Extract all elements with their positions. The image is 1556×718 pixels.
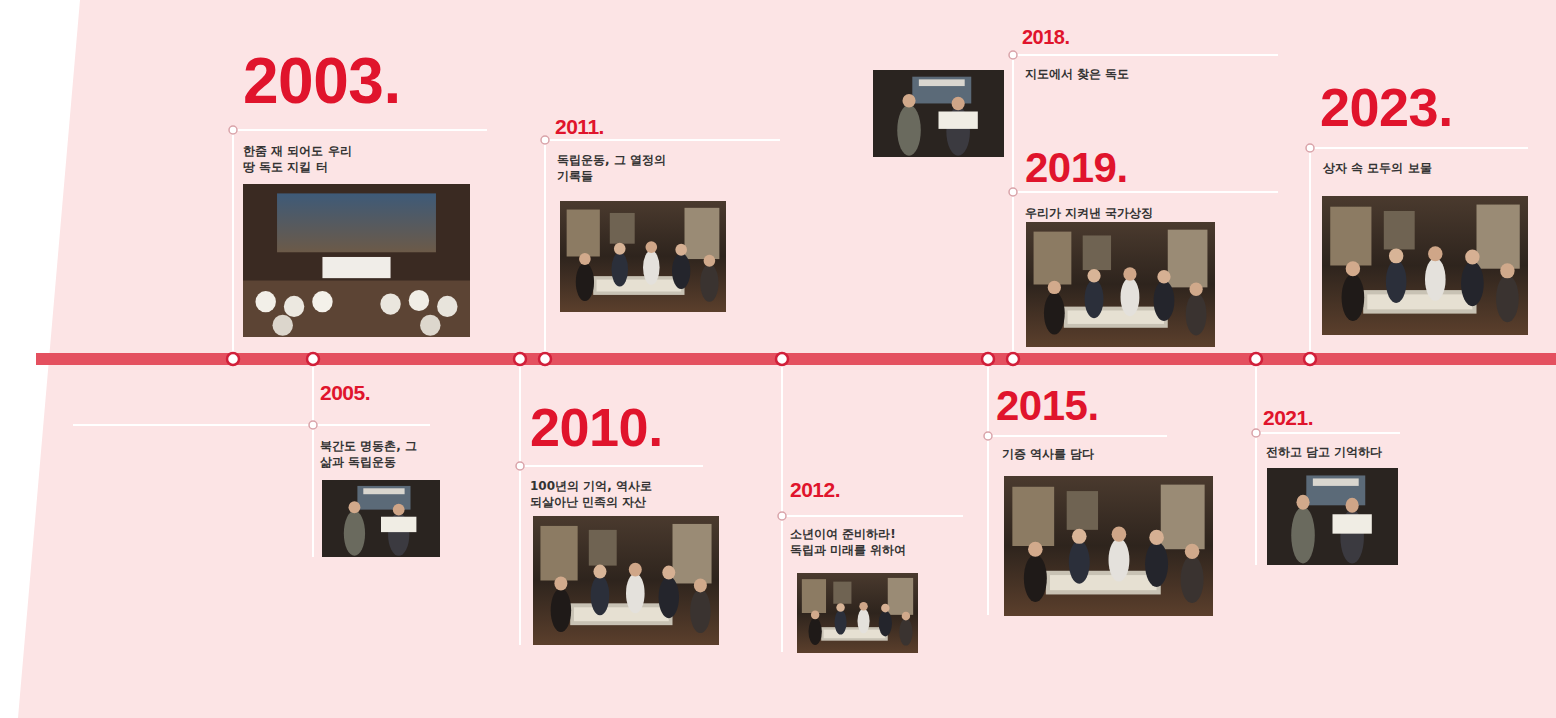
leader-line: [1309, 148, 1311, 359]
background-band: [18, 0, 1556, 718]
year-label: 2005.: [320, 382, 370, 403]
year-slot: 2011.: [555, 116, 604, 137]
leader-line: [232, 130, 234, 359]
event-photo: [243, 184, 470, 337]
event-photo: [560, 201, 726, 312]
timeline-dot: [514, 353, 526, 365]
title-slot: 북간도 명동촌, 그 삶과 독립운동: [320, 438, 420, 470]
exhibition-title: 전하고 담고 기억하다: [1266, 444, 1406, 460]
leader-line: [545, 139, 780, 141]
event-photo: [322, 480, 440, 557]
year-label: 2018.: [1022, 27, 1070, 47]
year-slot: 2010.: [530, 400, 663, 454]
timeline-dot: [1304, 353, 1316, 365]
year-slot: 2023.: [1320, 80, 1453, 134]
leader-line: [519, 359, 521, 645]
title-slot: 100년의 기억, 역사로 되살아난 민족의 자산: [530, 478, 690, 510]
year-label: 2003.: [243, 49, 401, 113]
timeline-dots: [227, 353, 1316, 365]
timeline-dot: [982, 353, 994, 365]
title-slot: 한줌 재 되어도 우리 땅 독도 지킬 터: [243, 143, 361, 175]
timeline-dot: [227, 353, 239, 365]
leader-line: [988, 435, 1167, 437]
exhibition-title: 한줌 재 되어도 우리 땅 독도 지킬 터: [243, 143, 361, 175]
year-label: 2010.: [530, 400, 663, 454]
year-slot: 2012.: [790, 479, 840, 500]
year-label: 2021.: [1263, 407, 1313, 428]
event-photo: [533, 516, 719, 645]
leader-line: [233, 129, 487, 131]
timeline-dot: [307, 353, 319, 365]
leader-line: [1310, 147, 1528, 149]
leader-line: [73, 424, 430, 426]
exhibition-title: 100년의 기억, 역사로 되살아난 민족의 자산: [530, 478, 690, 510]
event-photo: [1026, 222, 1215, 347]
year-slot: 2021.: [1263, 407, 1313, 428]
year-slot: 2005.: [320, 382, 370, 403]
junction-dot: [309, 421, 317, 429]
timeline-dot: [1007, 353, 1019, 365]
year-label: 2015.: [996, 385, 1099, 427]
event-photo: [797, 573, 918, 653]
title-slot: 독립운동, 그 열정의 기록들: [557, 152, 667, 184]
year-slot: 2019.: [1025, 147, 1128, 189]
leader-line: [1256, 432, 1400, 434]
exhibition-title: 독립운동, 그 열정의 기록들: [557, 152, 667, 184]
leader-line: [1013, 54, 1278, 56]
junction-dot: [1252, 429, 1260, 437]
year-slot: 2015.: [996, 385, 1099, 427]
title-slot: 소년이여 준비하라! 독립과 미래를 위하여: [790, 526, 920, 558]
title-slot: 전하고 담고 기억하다: [1266, 444, 1406, 460]
leader-line: [782, 515, 963, 517]
title-slot: 우리가 지켜낸 국가상징: [1025, 205, 1195, 221]
junction-dot: [1009, 51, 1017, 59]
year-label: 2019.: [1025, 147, 1128, 189]
exhibition-title: 소년이여 준비하라! 독립과 미래를 위하여: [790, 526, 920, 558]
leader-line: [987, 359, 989, 615]
leader-line: [312, 359, 314, 557]
junction-dot: [516, 462, 524, 470]
leader-line: [1013, 191, 1278, 193]
event-photo: [873, 70, 1004, 157]
leader-line: [520, 465, 703, 467]
leader-line: [1255, 359, 1257, 565]
junction-dot: [541, 136, 549, 144]
exhibition-title: 기증 역사를 담다: [1002, 446, 1152, 462]
junction-dot: [1009, 188, 1017, 196]
event-photo: [1322, 196, 1528, 335]
title-slot: 상자 속 모두의 보물: [1323, 160, 1503, 176]
timeline-bar: [36, 353, 1556, 365]
event-photo: [1004, 476, 1213, 616]
timeline-dot: [776, 353, 788, 365]
junction-dots: [229, 51, 1314, 520]
year-label: 2012.: [790, 479, 840, 500]
year-label: 2023.: [1320, 80, 1453, 134]
year-slot: 2018.: [1022, 27, 1070, 47]
exhibition-title: 우리가 지켜낸 국가상징: [1025, 205, 1195, 221]
junction-dot: [229, 126, 237, 134]
junction-dot: [1306, 144, 1314, 152]
exhibition-title: 지도에서 찾은 독도: [1025, 66, 1185, 82]
exhibition-title: 북간도 명동촌, 그 삶과 독립운동: [320, 438, 420, 470]
leader-line: [1012, 55, 1014, 359]
junction-dot: [984, 432, 992, 440]
timeline-dot: [1250, 353, 1262, 365]
junction-dot: [778, 512, 786, 520]
year-label: 2011.: [555, 116, 604, 137]
photos: [243, 70, 1528, 653]
leader-line: [544, 140, 546, 359]
leader-line: [781, 359, 783, 652]
exhibition-title: 상자 속 모두의 보물: [1323, 160, 1503, 176]
title-slot: 지도에서 찾은 독도: [1025, 66, 1185, 82]
timeline-dot: [539, 353, 551, 365]
event-photo: [1267, 468, 1398, 565]
title-slot: 기증 역사를 담다: [1002, 446, 1152, 462]
year-slot: 2003.: [243, 49, 401, 113]
